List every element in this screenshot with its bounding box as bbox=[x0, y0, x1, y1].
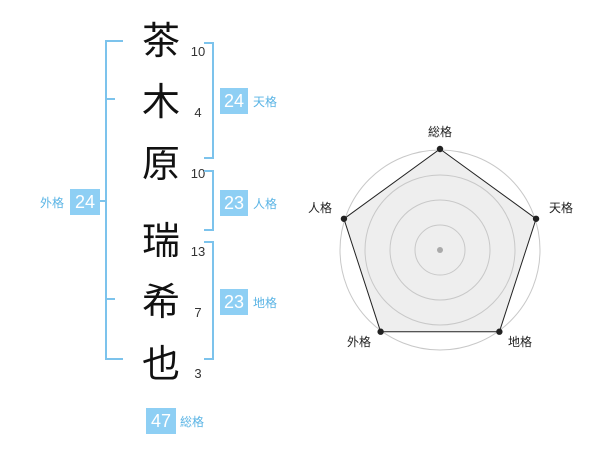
tenkaku-label: 天格 bbox=[253, 95, 278, 109]
radar-ring bbox=[414, 224, 466, 276]
stroke-count-5: 7 bbox=[194, 305, 202, 320]
axis-label-jinkaku: 人格 bbox=[308, 200, 332, 215]
axis-label-tenkaku: 天格 bbox=[549, 200, 573, 215]
stroke-count-2: 4 bbox=[194, 105, 202, 120]
stroke-count-6: 3 bbox=[194, 366, 202, 381]
stroke-count-3: 10 bbox=[190, 166, 206, 181]
stroke-count-1: 10 bbox=[190, 44, 206, 59]
chikaku-value: 23 bbox=[220, 289, 248, 315]
axis-label-soukaku: 総格 bbox=[428, 124, 452, 139]
radar-point bbox=[340, 215, 348, 222]
radar-points bbox=[340, 145, 540, 335]
chikaku-label: 地格 bbox=[253, 296, 278, 310]
soukaku-label: 総格 bbox=[180, 415, 205, 429]
jinkaku-label: 人格 bbox=[253, 197, 278, 211]
axis-label-chikaku: 地格 bbox=[508, 334, 532, 349]
radar-polygon bbox=[343, 148, 537, 333]
stroke-count-4: 13 bbox=[190, 244, 206, 259]
name-char-3: 原 bbox=[141, 142, 180, 186]
radar-point bbox=[496, 328, 503, 335]
name-char-4: 瑞 bbox=[141, 219, 180, 263]
radar-ring bbox=[364, 174, 516, 326]
radar-ring bbox=[389, 199, 491, 301]
axis-label-gaikaku: 外格 bbox=[347, 334, 371, 349]
soukaku-value: 47 bbox=[146, 408, 176, 434]
radar-center-dot bbox=[437, 247, 443, 253]
radar-point bbox=[377, 328, 384, 335]
radar-point bbox=[532, 215, 540, 222]
name-char-1: 茶 bbox=[141, 19, 180, 63]
name-char-5: 希 bbox=[141, 280, 180, 324]
radar-point bbox=[436, 145, 444, 153]
gaikaku-label: 外格 bbox=[40, 196, 65, 210]
jinkaku-value: 23 bbox=[220, 190, 248, 216]
gaikaku-value: 24 bbox=[70, 189, 100, 215]
name-char-2: 木 bbox=[141, 80, 180, 124]
name-char-6: 也 bbox=[141, 342, 180, 386]
tenkaku-value: 24 bbox=[220, 88, 248, 114]
